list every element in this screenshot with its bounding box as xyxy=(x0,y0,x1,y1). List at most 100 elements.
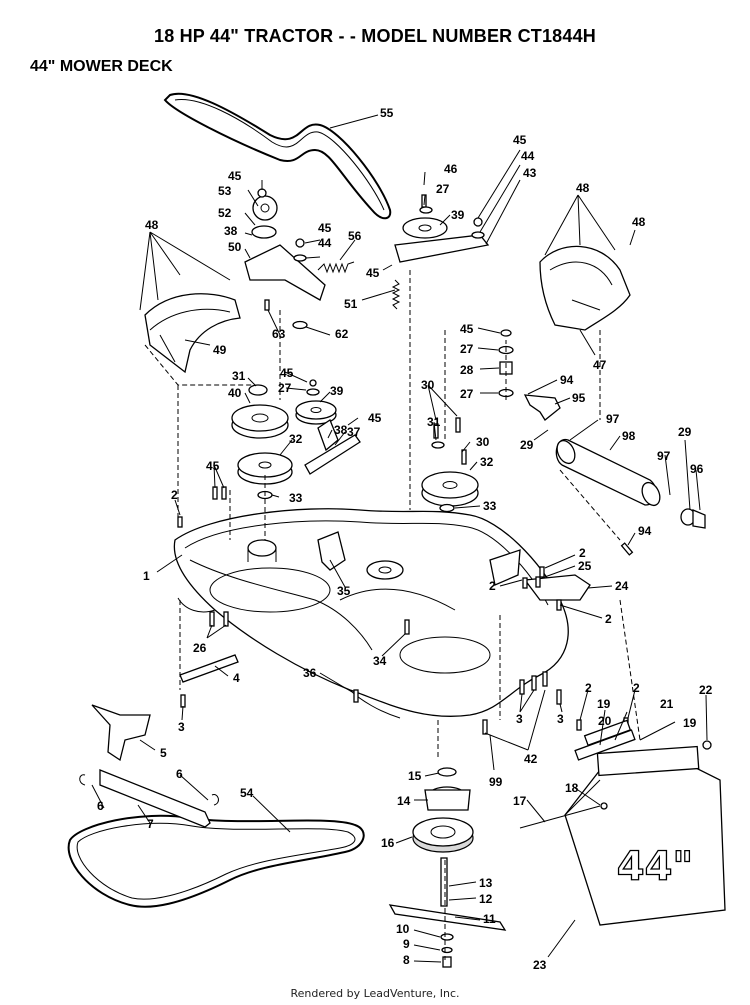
callout: 48 xyxy=(145,218,159,232)
callout: 26 xyxy=(193,641,207,655)
callout: 20 xyxy=(598,714,612,728)
callout: 39 xyxy=(451,208,465,222)
callout: 25 xyxy=(578,559,592,573)
section-title: 44" MOWER DECK xyxy=(30,58,173,75)
callout-labels: 55 45 46 44 27 43 39 48 48 45 53 52 38 5… xyxy=(97,106,713,972)
callout: 3 xyxy=(557,712,564,726)
callout: 17 xyxy=(513,794,527,808)
callout: 2 xyxy=(579,546,586,560)
callout: 42 xyxy=(524,752,538,766)
callout: 53 xyxy=(218,184,232,198)
callout: 10 xyxy=(396,922,410,936)
callout: 56 xyxy=(348,229,362,243)
pulley-32-right xyxy=(421,441,479,513)
callout: 45 xyxy=(228,169,242,183)
callout: 9 xyxy=(403,937,410,951)
callout: 29 xyxy=(678,425,692,439)
spindle-housing-14 xyxy=(424,767,471,811)
belt-guard-47 xyxy=(539,245,631,331)
callout: 97 xyxy=(606,412,620,426)
belt-55 xyxy=(163,92,392,220)
discharge-chute-23: 44" xyxy=(564,729,726,926)
spring-56 xyxy=(317,261,355,274)
callout: 31 xyxy=(427,415,441,429)
blade-adapter-16 xyxy=(412,817,474,853)
callout: 51 xyxy=(344,297,358,311)
callout: 34 xyxy=(373,654,387,668)
callout: 99 xyxy=(489,775,503,789)
callout: 2 xyxy=(633,681,640,695)
assembly-guide-lines xyxy=(144,270,641,960)
callout: 98 xyxy=(622,429,636,443)
deck-plate-24 xyxy=(523,574,591,601)
callout: 3 xyxy=(178,720,185,734)
callout: 54 xyxy=(240,786,254,800)
anti-scalp-roller-98 xyxy=(555,438,706,529)
belt-54 xyxy=(67,814,365,908)
deck-bracket-35 xyxy=(317,531,346,571)
blade-hardware xyxy=(440,933,454,968)
callout: 27 xyxy=(436,182,450,196)
callout: 21 xyxy=(660,697,674,711)
callout: 37 xyxy=(347,425,361,439)
idler-bracket-50 xyxy=(244,195,326,301)
callout: 18 xyxy=(565,781,579,795)
callout: 6 xyxy=(97,799,104,813)
callout: 96 xyxy=(690,462,704,476)
callout: 55 xyxy=(380,106,394,120)
link-4 xyxy=(179,654,239,683)
callout: 50 xyxy=(228,240,242,254)
callout: 29 xyxy=(520,438,534,452)
callout: 19 xyxy=(683,716,697,730)
callout: 45 xyxy=(206,459,220,473)
callout: 22 xyxy=(699,683,713,697)
callout: 11 xyxy=(483,912,496,926)
deck-spindle-right xyxy=(366,560,404,580)
callout: 52 xyxy=(218,206,232,220)
callout: 5 xyxy=(160,746,167,760)
callout: 27 xyxy=(278,381,292,395)
callout: 95 xyxy=(572,391,586,405)
deck-size-badge: 44" xyxy=(617,844,694,890)
callout: 43 xyxy=(523,166,537,180)
callout: 32 xyxy=(480,455,494,469)
callout: 45 xyxy=(513,133,527,147)
callout: 8 xyxy=(403,953,410,967)
pulley-40 xyxy=(231,384,289,439)
callout: 44 xyxy=(318,236,332,250)
callout: 94 xyxy=(638,524,652,538)
callout: 36 xyxy=(303,666,317,680)
callout: 33 xyxy=(289,491,303,505)
callout: 38 xyxy=(334,423,348,437)
callout: 2 xyxy=(489,579,496,593)
callout: 48 xyxy=(576,181,590,195)
link-7 xyxy=(79,769,219,828)
callout: 7 xyxy=(147,817,154,831)
callout: 3 xyxy=(516,712,523,726)
spindle-shaft-13 xyxy=(440,857,448,907)
deck-spindle-left xyxy=(247,539,277,562)
callout: 45 xyxy=(368,411,382,425)
callout: 47 xyxy=(593,358,607,372)
pulley-39-center xyxy=(295,400,337,425)
callout: 6 xyxy=(176,767,183,781)
callout: 24 xyxy=(615,579,629,593)
callout: 39 xyxy=(330,384,344,398)
footer-credit: Rendered by LeadVenture, Inc. xyxy=(290,987,460,1000)
callout: 48 xyxy=(632,215,646,229)
callout: 15 xyxy=(408,769,422,783)
callout: 38 xyxy=(224,224,238,238)
mower-deck-1 xyxy=(173,508,569,719)
callout: 94 xyxy=(560,373,574,387)
callout: 45 xyxy=(280,366,294,380)
callout: 23 xyxy=(533,958,547,972)
callout: 14 xyxy=(397,794,411,808)
callout: 2 xyxy=(171,488,178,502)
callout: 28 xyxy=(460,363,474,377)
callout: 2 xyxy=(605,612,612,626)
hanger-bracket-5 xyxy=(91,704,151,762)
callout: 12 xyxy=(479,892,493,906)
callout: 13 xyxy=(479,876,493,890)
callout: 16 xyxy=(381,836,395,850)
callout: 30 xyxy=(476,435,490,449)
